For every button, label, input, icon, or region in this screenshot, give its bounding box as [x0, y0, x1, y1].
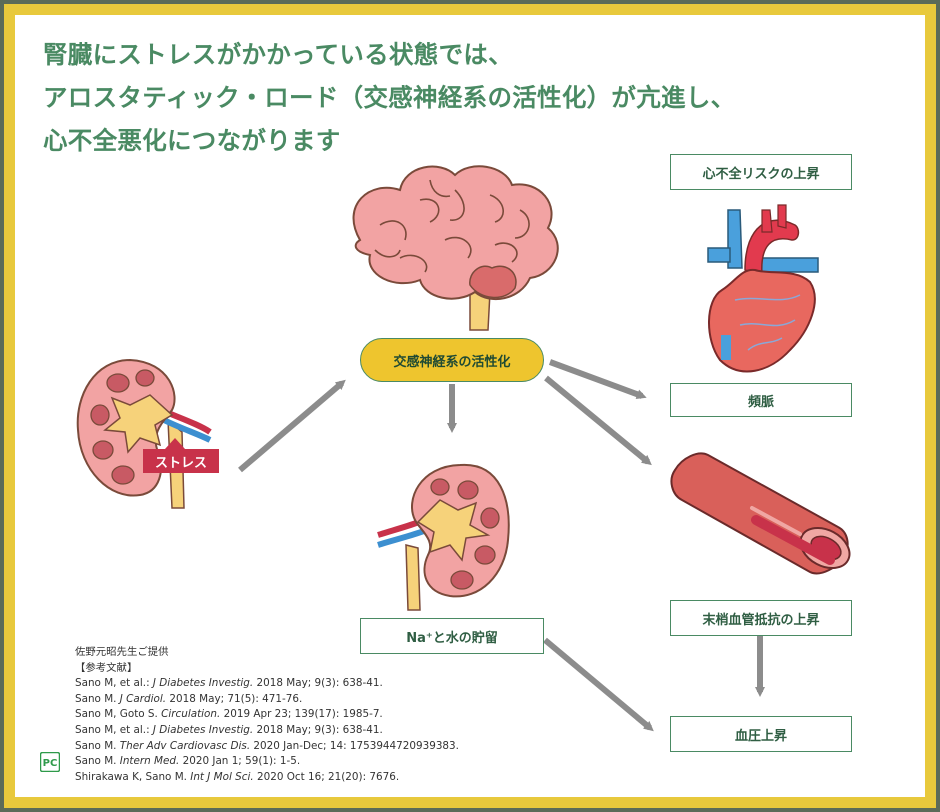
- pc-logo-icon: PC: [40, 752, 60, 772]
- arrow-retention-to-bp: [543, 637, 654, 732]
- reference-item: Sano M. Intern Med. 2020 Jan 1; 59(1): 1…: [75, 755, 301, 768]
- arrow-sympathetic-to-tachycardia: [548, 359, 647, 399]
- heart-failure-risk-box: 心不全リスクの上昇: [670, 154, 852, 190]
- reference-item: Sano M, Goto S. Circulation. 2019 Apr 23…: [75, 708, 383, 721]
- title-line-1: 腎臓にストレスがかかっている状態では、: [43, 40, 513, 69]
- peripheral-resistance-box: 末梢血管抵抗の上昇: [670, 600, 852, 636]
- reference-item: Sano M, et al.: J Diabetes Investig. 201…: [75, 723, 383, 736]
- kidney-stress-icon: [76, 358, 212, 509]
- page-title: 腎臓にストレスがかかっている状態では、 アロスタティック・ロード（交感神経系の活…: [43, 33, 803, 162]
- reference-item: Shirakawa K, Sano M. Int J Mol Sci. 2020…: [75, 770, 400, 783]
- blood-vessel-icon: [670, 452, 851, 575]
- reference-item: Sano M. Ther Adv Cardiovasc Dis. 2020 Ja…: [75, 739, 459, 752]
- reference-heading: 【参考文献】: [75, 661, 138, 674]
- arrow-kidney-to-sympathetic: [238, 379, 346, 473]
- arrow-sympathetic-to-vessel: [544, 375, 652, 466]
- references: 佐野元昭先生ご提供 【参考文献】 Sano M, et al.: J Diabe…: [75, 645, 555, 785]
- sympathetic-activation-label: 交感神経系の活性化: [360, 338, 544, 382]
- title-line-2: アロスタティック・ロード（交感神経系の活性化）が亢進し、: [43, 83, 736, 112]
- title-line-3: 心不全悪化につながります: [43, 126, 341, 155]
- reference-item: Sano M. J Cardiol. 2018 May; 71(5): 471-…: [75, 692, 303, 705]
- stress-label: ストレス: [143, 449, 219, 473]
- brain-icon: [352, 165, 559, 331]
- tachycardia-box: 頻脈: [670, 383, 852, 417]
- reference-item: Sano M, et al.: J Diabetes Investig. 201…: [75, 677, 383, 690]
- kidney-retention-icon: [377, 463, 510, 611]
- blood-pressure-box: 血圧上昇: [670, 716, 852, 752]
- svg-text:PC: PC: [43, 758, 58, 769]
- na-water-retention-box: Na⁺と水の貯留: [360, 618, 544, 654]
- heart-icon: [707, 204, 819, 373]
- flow-arrows: [238, 359, 765, 732]
- reference-provider: 佐野元昭先生ご提供: [75, 646, 169, 658]
